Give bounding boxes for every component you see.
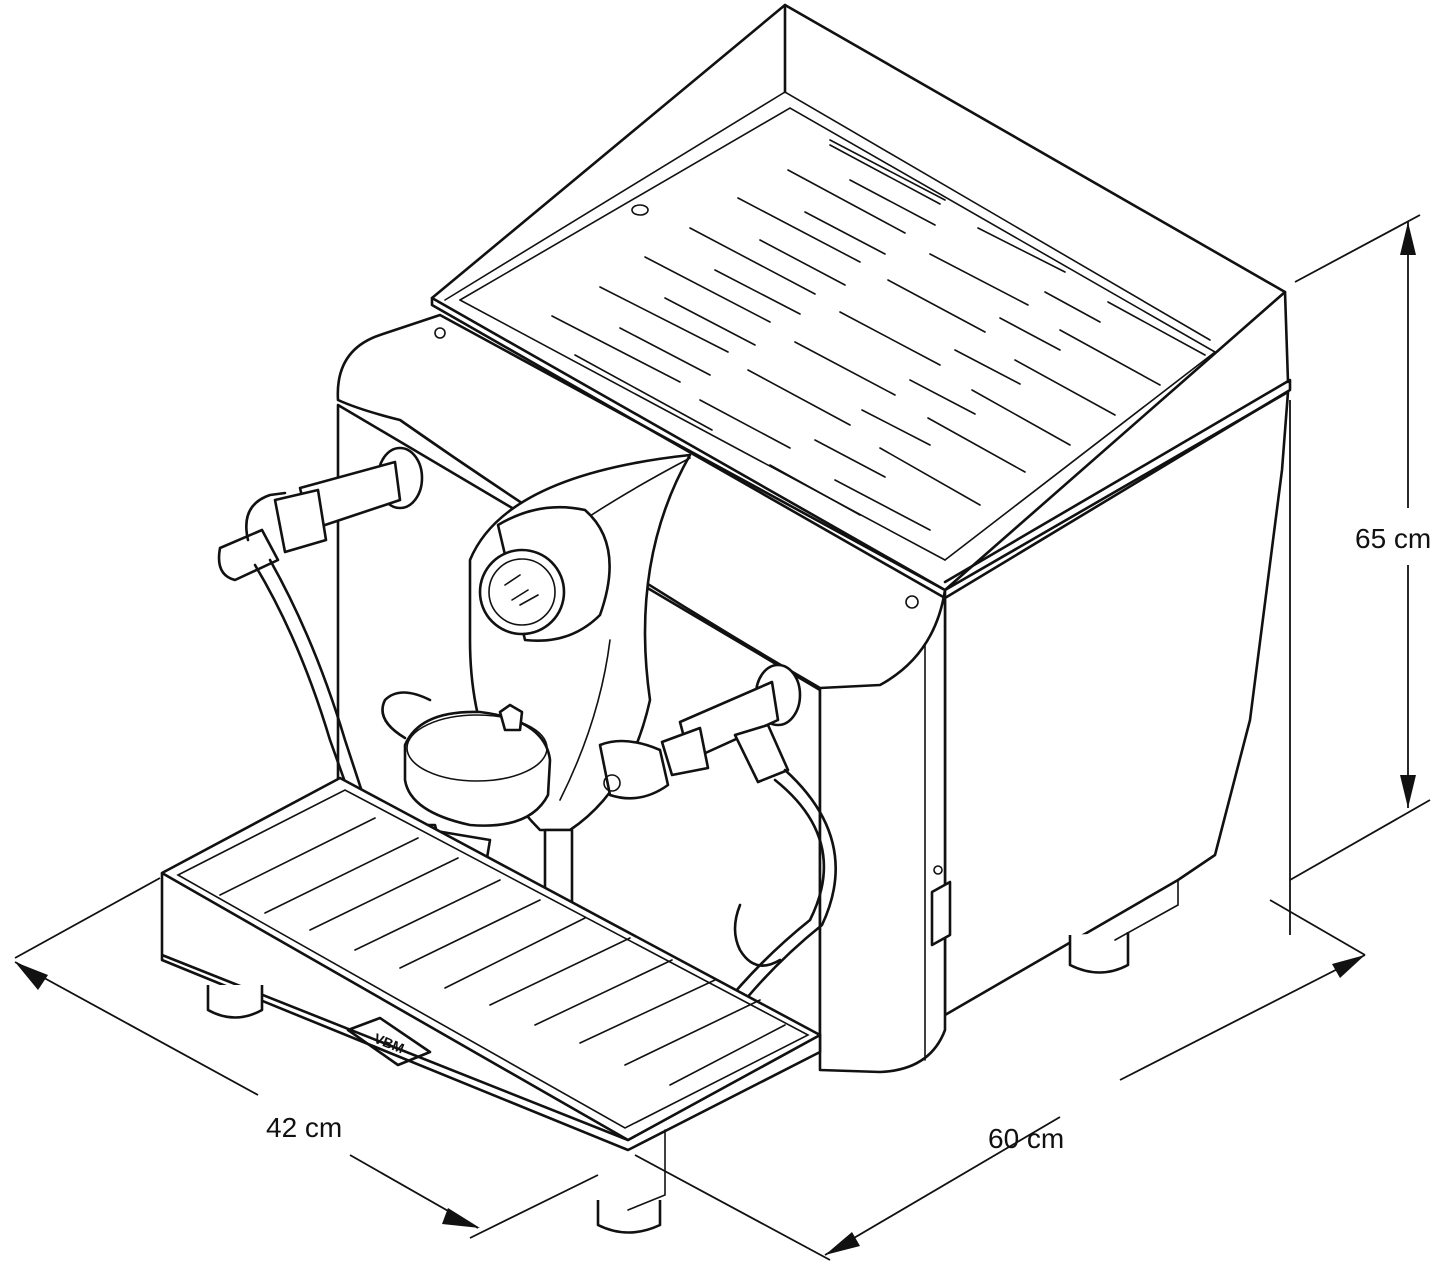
steam-wand-right — [660, 663, 837, 1017]
steam-wand-left — [217, 446, 424, 812]
height-dimension-label: 65 cm — [1355, 523, 1431, 554]
drip-grate — [219, 817, 786, 1086]
power-switch — [930, 865, 952, 947]
cup-warmer-tray — [430, 3, 1292, 600]
tray-slots — [551, 139, 1206, 531]
drip-tray — [160, 776, 822, 1234]
width-dimension-label: 42 cm — [266, 1112, 342, 1143]
depth-dimension-label: 60 cm — [988, 1123, 1064, 1154]
dimension-lines: 42 cm 60 cm 65 cm — [14, 214, 1431, 1261]
pressure-gauge — [478, 505, 611, 642]
